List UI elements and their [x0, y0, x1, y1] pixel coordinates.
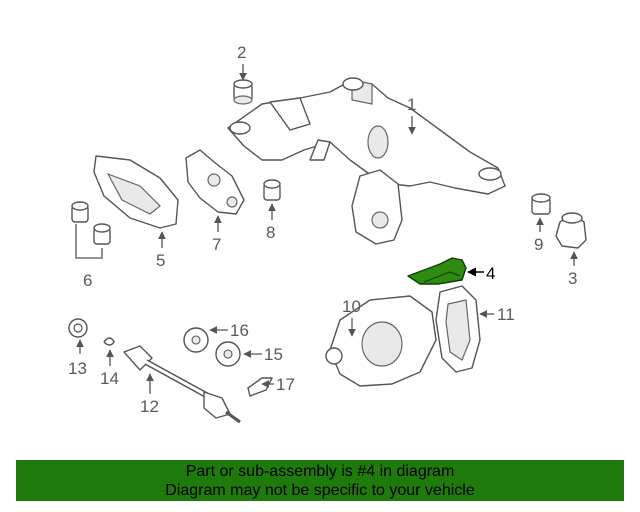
callout-4: 4 — [486, 264, 495, 283]
part-3-mount — [555, 212, 587, 249]
callout-5: 5 — [156, 251, 165, 270]
part-1-subframe — [227, 77, 506, 245]
callout-1: 1 — [407, 95, 416, 114]
part-17-plate — [247, 377, 273, 397]
callout-2: 2 — [237, 43, 246, 62]
part-11-cover — [435, 285, 481, 373]
banner-line-1: Part or sub-assembly is #4 in diagram — [185, 463, 455, 480]
callout-3: 3 — [568, 269, 577, 288]
part-10-differential — [325, 295, 437, 387]
callout-16: 16 — [230, 321, 249, 340]
callout-10: 10 — [342, 297, 361, 316]
callout-17: 17 — [276, 375, 295, 394]
part-12-axle-shaft — [123, 345, 241, 424]
callout-13: 13 — [68, 359, 87, 378]
part-7-bracket — [185, 149, 245, 215]
part-14-clip — [103, 337, 115, 346]
part-16-flange — [183, 327, 209, 353]
callout-6: 6 — [83, 271, 92, 290]
callout-7: 7 — [212, 235, 221, 254]
callout-14: 14 — [100, 369, 119, 388]
banner-line-2: Diagram may not be specific to your vehi… — [165, 482, 475, 499]
part-9-bushing — [531, 193, 551, 215]
callout-15: 15 — [264, 345, 283, 364]
callout-labels: 1 2 3 4 5 6 7 8 9 10 11 12 13 14 15 16 1… — [68, 43, 577, 416]
callout-11: 11 — [497, 305, 515, 324]
callout-9: 9 — [534, 235, 543, 254]
part-2-bushing — [233, 79, 253, 105]
part-5-heat-shield — [93, 155, 179, 229]
part-8-bushing — [263, 179, 281, 201]
part-6-bushings — [71, 201, 111, 245]
leader-lines — [75, 64, 578, 394]
info-banner: Part or sub-assembly is #4 in diagram Di… — [16, 460, 624, 501]
part-15-flange — [215, 341, 241, 367]
part-13-seal — [68, 318, 88, 338]
part-4-highlighted-bracket — [407, 257, 467, 285]
parts-diagram: 1 2 3 4 5 6 7 8 9 10 11 12 13 14 15 16 1… — [68, 43, 587, 424]
callout-8: 8 — [266, 223, 275, 242]
callout-12: 12 — [140, 397, 159, 416]
